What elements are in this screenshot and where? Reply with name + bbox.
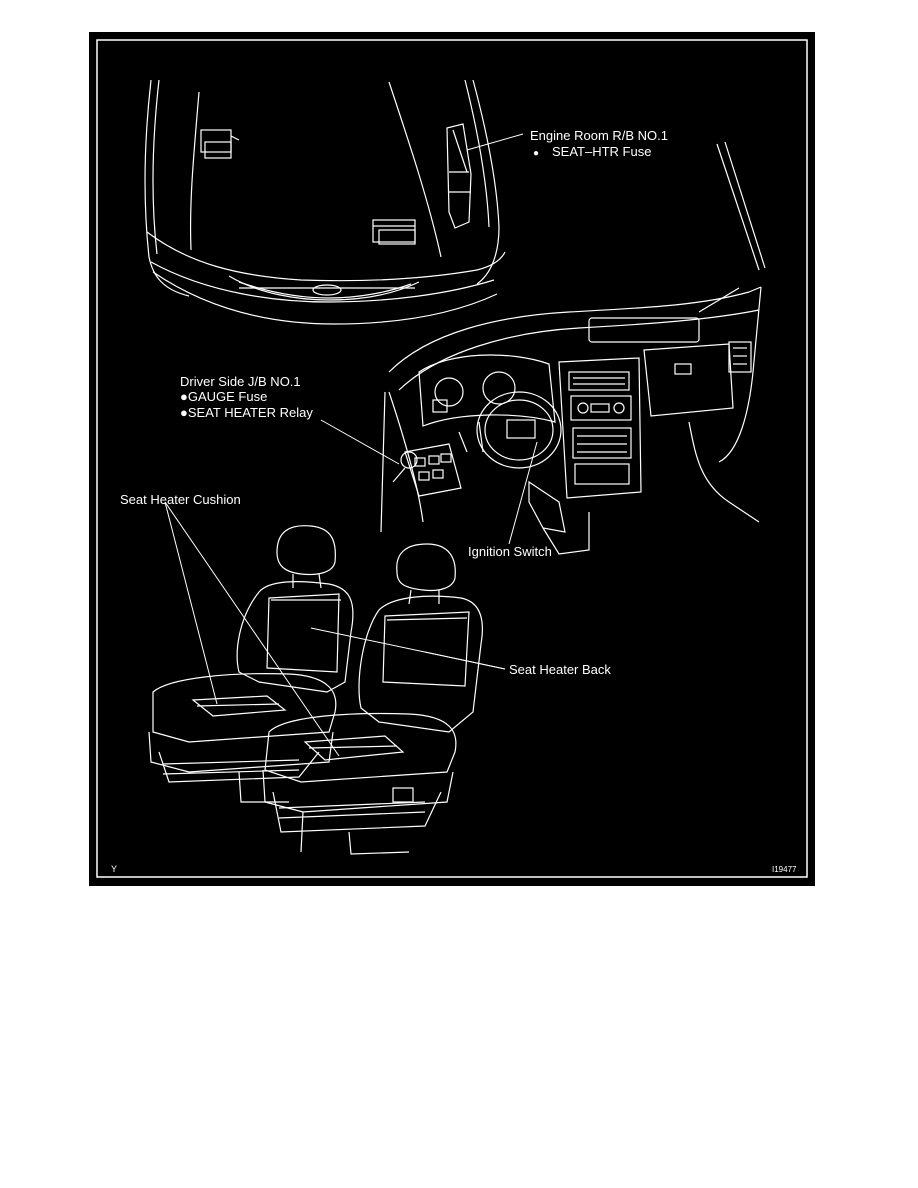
label-seat-heater-relay: ●SEAT HEATER Relay (180, 405, 313, 420)
vehicle-hood-illustration (144, 79, 766, 325)
leader-back-right (424, 651, 506, 670)
leader-driver-side (320, 419, 400, 465)
corner-code-left: Y (111, 864, 117, 874)
leader-ignition (508, 441, 538, 545)
figure-panel: Engine Room R/B NO.1 ● SEAT–HTR Fuse Dri… (89, 32, 815, 886)
label-driver-side-jb: Driver Side J/B NO.1 (180, 374, 301, 389)
label-ignition-switch: Ignition Switch (468, 544, 552, 559)
leader-cushion-left (164, 501, 218, 705)
label-seat-heater-back: Seat Heater Back (509, 662, 611, 677)
leader-cushion-right (164, 501, 340, 757)
corner-code-right: I19477 (772, 865, 797, 874)
label-seat-heater-cushion: Seat Heater Cushion (120, 492, 241, 507)
label-engine-room-bullet: ● (533, 148, 539, 159)
label-engine-room-rb: Engine Room R/B NO.1 (530, 128, 668, 143)
dashboard-illustration (380, 286, 762, 555)
label-gauge-fuse: ●GAUGE Fuse (180, 389, 267, 404)
leader-engine-room (466, 133, 524, 151)
seats-illustration (148, 525, 483, 855)
leader-lines (164, 133, 538, 757)
label-seat-htr-fuse: SEAT–HTR Fuse (552, 144, 651, 159)
component-location-diagram: Engine Room R/B NO.1 ● SEAT–HTR Fuse Dri… (96, 39, 808, 878)
diagram-frame (96, 39, 808, 878)
